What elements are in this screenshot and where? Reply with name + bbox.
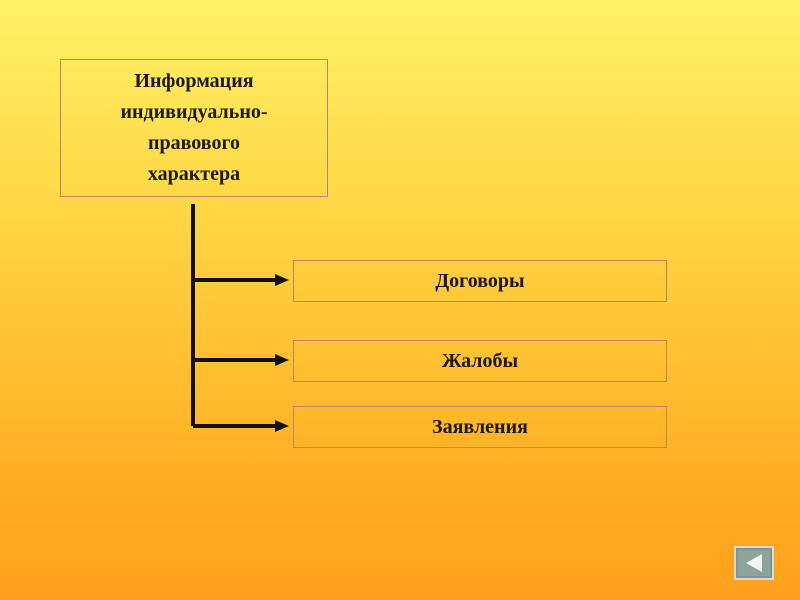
arrow-to-statements-icon xyxy=(275,420,289,432)
child-node-statements: Заявления xyxy=(293,406,667,448)
child-node-complaints-label: Жалобы xyxy=(441,349,519,372)
triangle-left-icon xyxy=(746,554,762,572)
child-node-contracts: Договоры xyxy=(293,260,667,302)
root-node: Информация индивидуально- правового хара… xyxy=(60,59,328,197)
child-node-statements-label: Заявления xyxy=(432,415,528,438)
arrow-to-contracts-icon xyxy=(275,274,289,286)
back-navigation-button[interactable] xyxy=(734,546,774,580)
arrow-to-complaints-icon xyxy=(275,354,289,366)
root-node-text: Информация индивидуально- правового хара… xyxy=(120,66,267,190)
child-node-contracts-label: Договоры xyxy=(435,269,525,292)
root-node-line-1: Информация xyxy=(134,70,254,92)
root-node-line-2: индивидуально- xyxy=(120,101,268,123)
child-node-complaints: Жалобы xyxy=(293,340,667,382)
root-node-line-4: характера xyxy=(147,163,241,185)
root-node-line-3: правового xyxy=(147,132,241,154)
